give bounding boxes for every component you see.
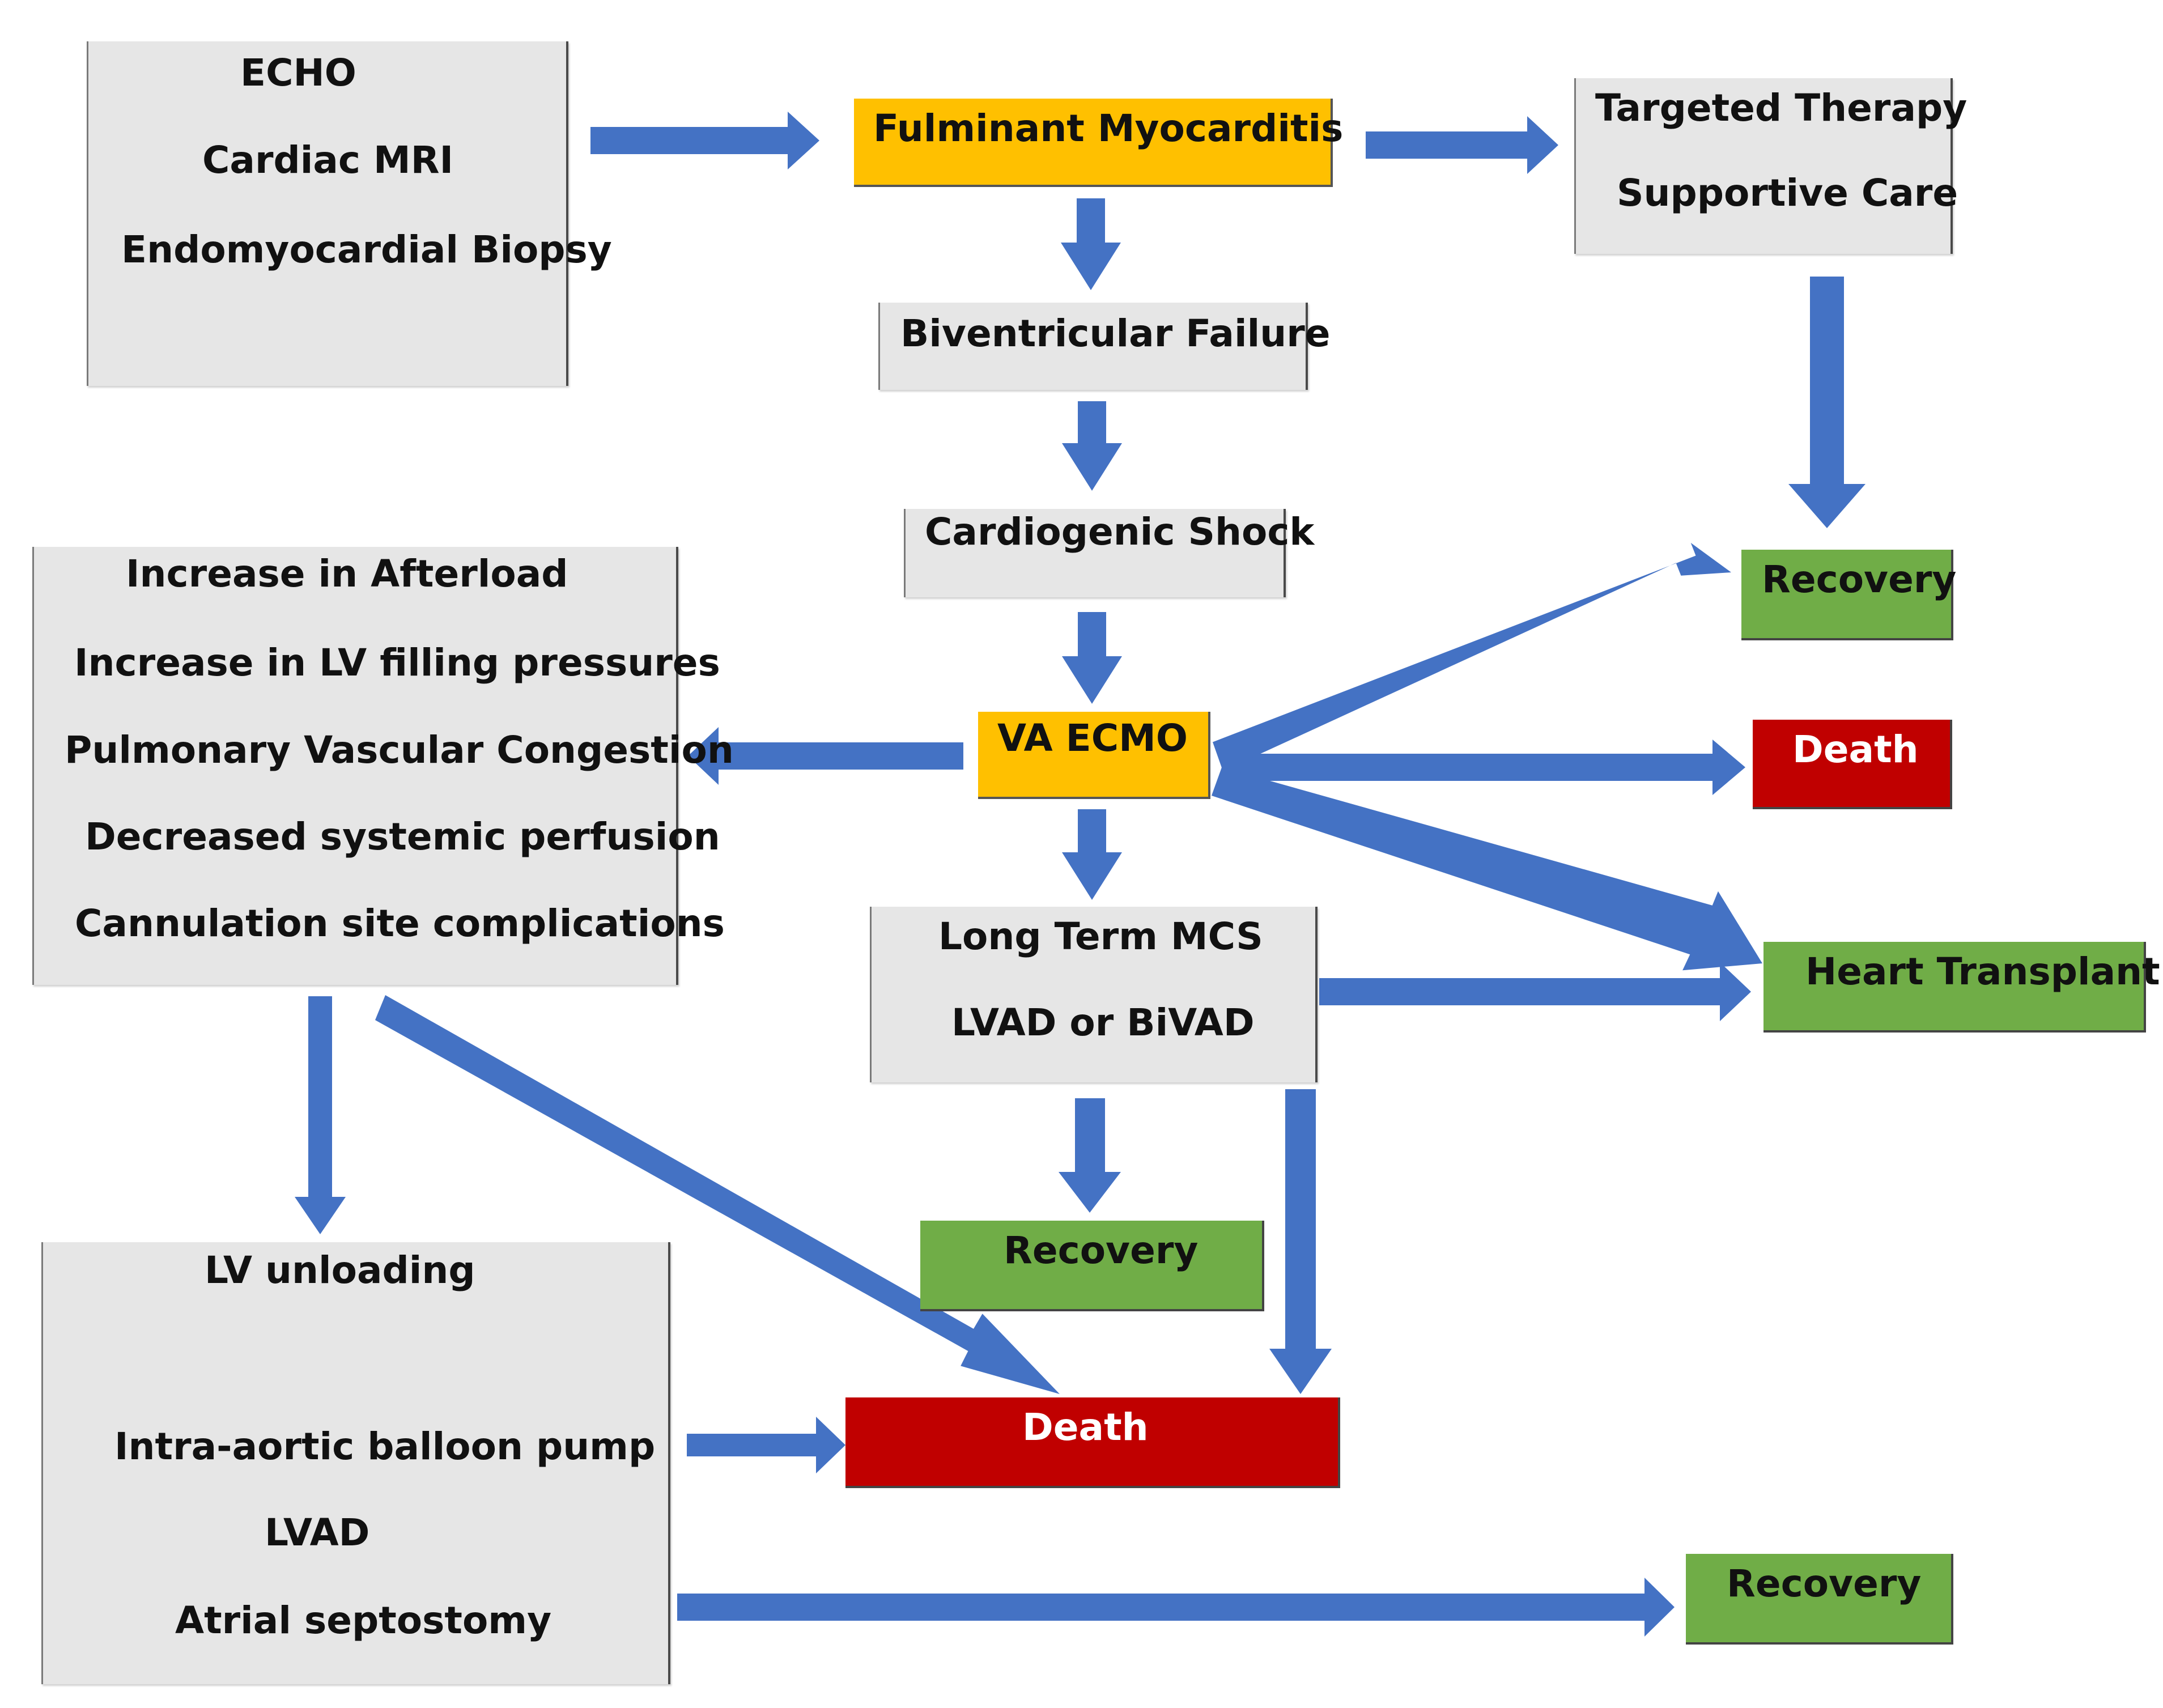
cardiogenic-shock-label: Cardiogenic Shock	[925, 510, 1315, 554]
death-center-label: Death	[1022, 1405, 1149, 1449]
arrow-mcs-to-transplant	[1319, 962, 1751, 1021]
arrow-therapy-to-recovery	[1788, 277, 1865, 528]
recovery-bottom-box: Recovery	[1686, 1554, 1953, 1645]
arrow-unloading-to-death	[687, 1417, 845, 1473]
complications-box: Increase in Afterload Increase in LV fil…	[32, 547, 734, 985]
arrow-mcs-to-death	[1269, 1089, 1332, 1394]
arrow-diagnostics-to-fulminant	[590, 112, 819, 169]
arrow-ecmo-to-death	[1227, 740, 1745, 795]
lv-unloading-iabp: Intra-aortic balloon pump	[114, 1425, 656, 1468]
therapy-box: Targeted Therapy Supportive Care	[1574, 78, 1967, 254]
arrow-ecmo-to-complications	[688, 727, 963, 785]
arrow-complications-to-death	[375, 995, 1060, 1394]
death-right-box: Death	[1753, 720, 1952, 809]
diagnostics-box: ECHO Cardiac MRI Endomyocardial Biopsy	[87, 41, 612, 386]
lv-unloading-title: LV unloading	[205, 1248, 475, 1292]
complications-afterload: Increase in Afterload	[126, 552, 568, 596]
complications-cannulation-site: Cannulation site complications	[75, 902, 725, 945]
death-right-label: Death	[1792, 728, 1919, 771]
arrow-fulminant-to-biventricular	[1061, 198, 1121, 290]
complications-lv-filling: Increase in LV filling pressures	[74, 641, 720, 685]
heart-transplant-label: Heart Transplant	[1805, 950, 2160, 993]
arrow-ecmo-to-recovery	[1213, 542, 1731, 771]
long-term-mcs-box: Long Term MCS LVAD or BiVAD	[870, 907, 1318, 1082]
complications-pulmonary-congestion: Pulmonary Vascular Congestion	[65, 728, 734, 772]
recovery-mid-box: Recovery	[920, 1221, 1264, 1311]
diagnostics-endomyocardial-biopsy: Endomyocardial Biopsy	[121, 228, 612, 271]
lv-unloading-lvad: LVAD	[265, 1511, 370, 1554]
arrow-unloading-to-recovery	[677, 1578, 1675, 1637]
therapy-supportive-care: Supportive Care	[1617, 171, 1958, 215]
arrow-biventricular-to-shock	[1062, 401, 1122, 491]
recovery-top-box: Recovery	[1741, 550, 1957, 640]
cardiogenic-shock-box: Cardiogenic Shock	[904, 509, 1314, 597]
fulminant-myocarditis-box: Fulminant Myocarditis	[854, 99, 1343, 187]
recovery-mid-label: Recovery	[1004, 1229, 1199, 1272]
biventricular-failure-box: Biventricular Failure	[878, 303, 1331, 390]
recovery-top-label: Recovery	[1762, 558, 1957, 601]
heart-transplant-box: Heart Transplant	[1763, 942, 2160, 1033]
arrow-ecmo-to-mcs	[1062, 809, 1122, 900]
arrow-mcs-to-recovery	[1059, 1098, 1121, 1213]
arrow-ecmo-to-transplant	[1212, 767, 1762, 971]
biventricular-failure-label: Biventricular Failure	[900, 312, 1331, 355]
lvad-or-bivad-label: LVAD or BiVAD	[951, 1001, 1255, 1044]
fulminant-myocarditis-label: Fulminant Myocarditis	[873, 107, 1344, 150]
lv-unloading-box: LV unloading Intra-aortic balloon pump L…	[41, 1242, 670, 1684]
va-ecmo-box: VA ECMO	[978, 712, 1210, 799]
diagnostics-echo: ECHO	[240, 51, 356, 95]
arrow-shock-to-ecmo	[1062, 612, 1122, 704]
death-center-box: Death	[845, 1397, 1340, 1488]
complications-systemic-perfusion: Decreased systemic perfusion	[85, 815, 720, 859]
therapy-targeted: Targeted Therapy	[1595, 86, 1967, 130]
arrow-complications-to-unloading	[295, 996, 346, 1234]
lv-unloading-septostomy: Atrial septostomy	[175, 1599, 552, 1642]
va-ecmo-label: VA ECMO	[997, 716, 1188, 760]
recovery-bottom-label: Recovery	[1727, 1562, 1922, 1605]
arrow-fulminant-to-therapy	[1366, 116, 1558, 174]
diagnostics-cardiac-mri: Cardiac MRI	[202, 138, 454, 182]
long-term-mcs-label: Long Term MCS	[938, 915, 1263, 958]
